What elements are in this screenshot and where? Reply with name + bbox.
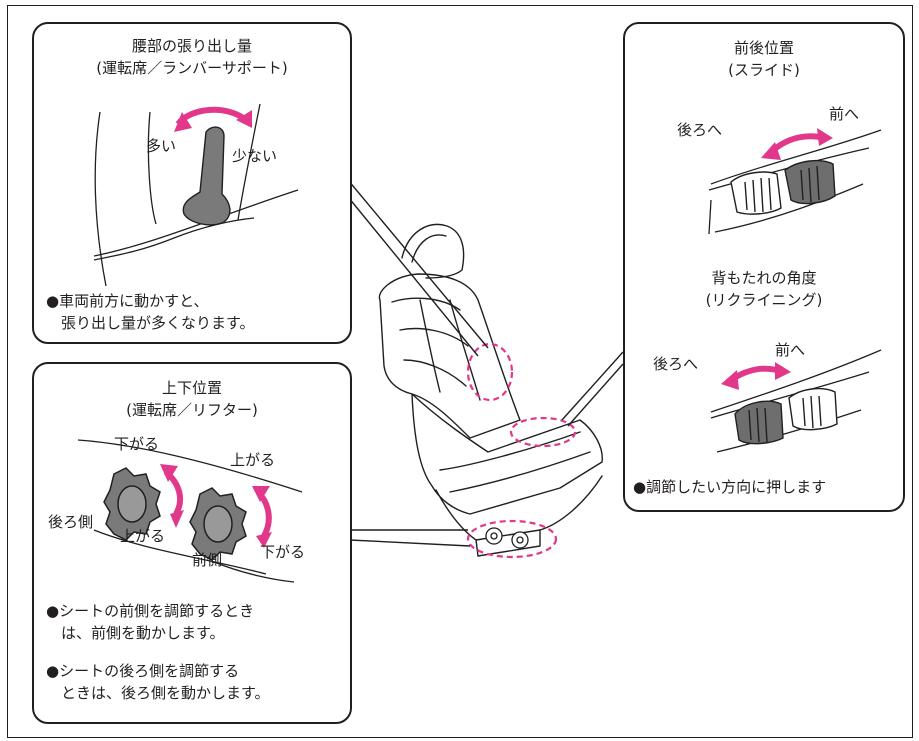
recline-label-forward: 前へ <box>775 341 806 359</box>
lifter-label-down-top: 下がる <box>114 435 160 453</box>
lifter-note-2: ●シートの後ろ側を調節する ときは、後ろ側を動かします。 <box>46 660 270 704</box>
slide-recline-panel: 前後位置 (スライド) 後ろへ 前へ 背もたれの角度 (リクライニング) 後ろへ… <box>623 22 905 512</box>
recline-note-text: 調節したい方向に押します <box>646 478 827 496</box>
lumbar-label-more: 多い <box>146 137 177 155</box>
lumbar-note: ●車両前方に動かすと、 張り出し量が多くなります。 <box>46 290 255 334</box>
slide-label-back: 後ろへ <box>677 121 723 139</box>
lifter-note1-line2: は、前側を動かします。 <box>61 624 225 642</box>
recline-note: ●調節したい方向に押します <box>633 476 826 498</box>
lumbar-note-line1: 車両前方に動かすと、 <box>59 292 209 310</box>
lifter-note1-line1: シートの前側を調節するとき <box>59 602 255 620</box>
bullet-icon: ● <box>633 478 647 496</box>
slide-title-line2: (スライド) <box>728 61 800 79</box>
slide-switch-rear <box>730 171 782 215</box>
lifter-title-line1: 上下位置 <box>161 379 222 397</box>
slide-recline-illustration <box>708 128 882 453</box>
slide-switch-front <box>784 159 836 205</box>
lifter-label-up-right: 上がる <box>230 451 276 469</box>
lumbar-title-line1: 腰部の張り出し量 <box>131 37 252 55</box>
lifter-label-up-bottom: 上がる <box>120 527 166 545</box>
figure-frame <box>7 5 913 738</box>
lumbar-adjust-arrow <box>175 106 248 127</box>
lifter-illustration <box>77 439 303 583</box>
slide-label-forward: 前へ <box>829 105 860 123</box>
recline-label-back: 後ろへ <box>653 355 699 373</box>
lifter-note2-line1: シートの後ろ側を調節する <box>59 662 240 680</box>
slide-title-line1: 前後位置 <box>733 39 794 57</box>
recline-switch-front <box>788 387 838 431</box>
lifter-panel: 上下位置 (運転席／リフター) 下がる 上がる 後ろ側 上がる 下がる 前側 ●… <box>32 362 352 724</box>
bullet-icon: ● <box>46 602 60 620</box>
lifter-label-front-side: 前側 <box>192 551 223 569</box>
lifter-note2-line2: ときは、後ろ側を動かします。 <box>61 684 270 702</box>
lumbar-lever-shape <box>182 126 231 226</box>
recline-switch-rear <box>734 400 784 445</box>
bullet-icon: ● <box>46 292 60 310</box>
slide-arrow <box>769 133 826 155</box>
lifter-note-1: ●シートの前側を調節するとき は、前側を動かします。 <box>46 600 254 644</box>
lumbar-note-line2: 張り出し量が多くなります。 <box>61 314 255 332</box>
lumbar-label-less: 少ない <box>232 147 278 165</box>
lifter-rear-knob <box>103 467 161 541</box>
lifter-title-line2: (運転席／リフター) <box>126 401 258 419</box>
lumbar-title-line2: (運転席／ランバーサポート) <box>96 59 288 77</box>
recline-title-line1: 背もたれの角度 <box>711 269 817 287</box>
lifter-label-down-bottom: 下がる <box>260 543 306 561</box>
lumbar-panel: 腰部の張り出し量 (運転席／ランバーサポート) 多い 少ない ●車両前方に動かす… <box>32 22 352 344</box>
lumbar-illustration <box>93 103 299 287</box>
recline-title-line2: (リクライニング) <box>705 291 823 309</box>
bullet-icon: ● <box>46 662 60 680</box>
lifter-label-rear-side: 後ろ側 <box>48 513 94 531</box>
lifter-front-knob <box>189 487 247 561</box>
